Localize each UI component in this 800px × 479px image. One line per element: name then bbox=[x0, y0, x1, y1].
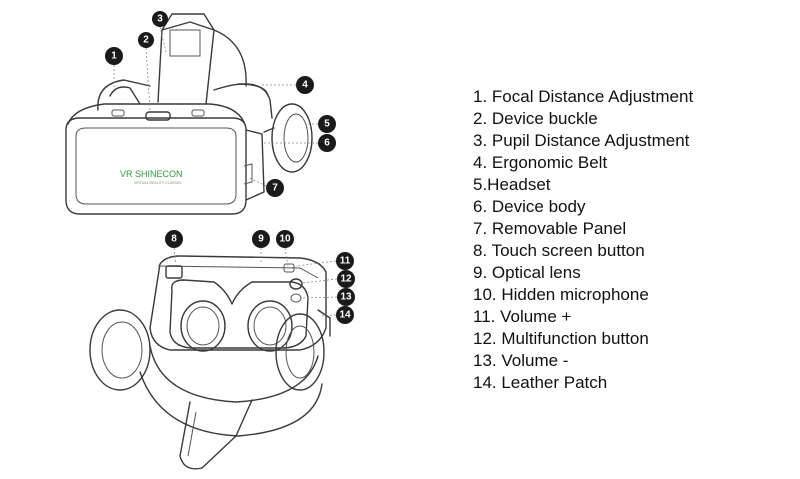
callout-badge-3: 3 bbox=[152, 11, 168, 27]
svg-text:13: 13 bbox=[340, 292, 352, 303]
legend-item: 12. Multifunction button bbox=[473, 329, 649, 348]
legend-item: 9. Optical lens bbox=[473, 263, 581, 282]
legend-item: 8. Touch screen button bbox=[473, 241, 645, 260]
callout-badge-8: 8 bbox=[165, 230, 183, 248]
callout-badge-12: 12 bbox=[337, 270, 355, 288]
legend-item: 1. Focal Distance Adjustment bbox=[473, 87, 694, 106]
legend-item: 10. Hidden microphone bbox=[473, 285, 649, 304]
svg-text:2: 2 bbox=[143, 35, 149, 46]
legend-item: 6. Device body bbox=[473, 197, 586, 216]
callout-badge-1: 1 bbox=[105, 47, 123, 65]
headset-interior-view bbox=[89, 255, 331, 470]
svg-text:12: 12 bbox=[340, 274, 352, 285]
svg-text:11: 11 bbox=[340, 256, 351, 267]
callout-badge-7: 7 bbox=[266, 179, 284, 197]
svg-text:8: 8 bbox=[171, 234, 177, 245]
legend-item: 11. Volume + bbox=[473, 307, 572, 326]
svg-text:6: 6 bbox=[324, 138, 330, 149]
headset-front-view bbox=[65, 13, 313, 215]
legend-list: 1. Focal Distance Adjustment 2. Device b… bbox=[473, 86, 793, 394]
legend-item: 5.Headset bbox=[473, 175, 551, 194]
svg-text:14: 14 bbox=[339, 310, 351, 321]
svg-text:4: 4 bbox=[302, 80, 308, 91]
callout-badge-13: 13 bbox=[337, 288, 355, 306]
svg-text:1: 1 bbox=[111, 51, 117, 62]
brand-logo-text: VR SHINECON bbox=[120, 169, 183, 179]
callout-badge-11: 11 bbox=[336, 252, 354, 270]
svg-text:5: 5 bbox=[324, 119, 330, 130]
callout-badge-5: 5 bbox=[318, 115, 336, 133]
callout-badge-4: 4 bbox=[296, 76, 314, 94]
callout-badge-14: 14 bbox=[336, 306, 354, 324]
callout-badge-2: 2 bbox=[138, 32, 154, 48]
legend-item: 13. Volume - bbox=[473, 351, 569, 370]
svg-text:3: 3 bbox=[157, 14, 163, 25]
legend-item: 4. Ergonomic Belt bbox=[473, 153, 608, 172]
svg-text:9: 9 bbox=[258, 234, 264, 245]
brand-logo-subtitle: VIRTUAL REALITY GLASSES bbox=[134, 181, 182, 185]
svg-text:10: 10 bbox=[279, 234, 291, 245]
legend-item: 3. Pupil Distance Adjustment bbox=[473, 131, 690, 150]
callout-badge-10: 10 bbox=[276, 230, 294, 248]
callout-badge-6: 6 bbox=[318, 134, 336, 152]
callout-badge-9: 9 bbox=[252, 230, 270, 248]
legend-item: 2. Device buckle bbox=[473, 109, 598, 128]
legend-item: 7. Removable Panel bbox=[473, 219, 627, 238]
legend-item: 14. Leather Patch bbox=[473, 373, 608, 392]
svg-text:7: 7 bbox=[272, 183, 278, 194]
leader-lines bbox=[113, 26, 338, 317]
